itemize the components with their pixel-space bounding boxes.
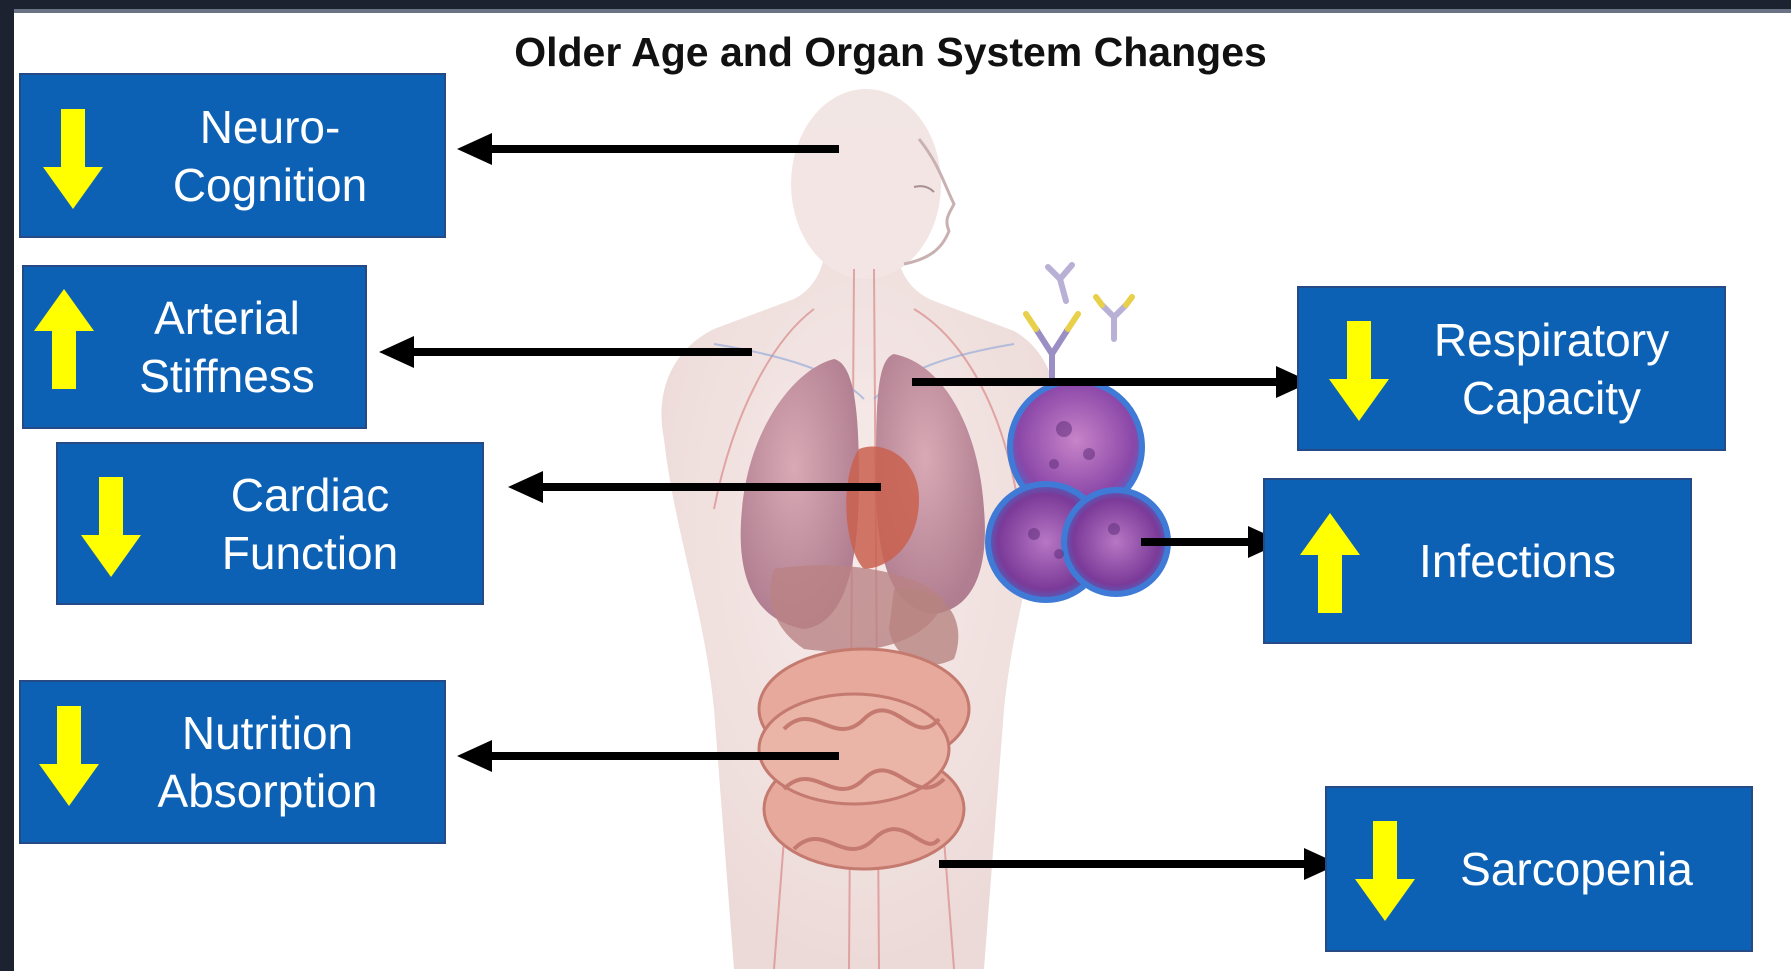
- up-arrow-icon: [34, 289, 94, 389]
- box-label: Neuro- Cognition: [116, 75, 424, 236]
- box-sarcopenia: Sarcopenia: [1325, 786, 1753, 952]
- box-cardiac-function: Cardiac Function: [56, 442, 484, 605]
- box-nutrition-absorption: Nutrition Absorption: [19, 680, 446, 844]
- down-arrow-icon: [1329, 321, 1389, 421]
- box-label: Sarcopenia: [1412, 788, 1741, 950]
- box-respiratory-capacity: Respiratory Capacity: [1297, 286, 1726, 451]
- down-arrow-icon: [1355, 821, 1415, 921]
- slide: Older Age and Organ System Changes Neuro…: [14, 9, 1791, 971]
- box-label: Cardiac Function: [158, 444, 462, 603]
- down-arrow-icon: [43, 109, 103, 209]
- box-label: Nutrition Absorption: [101, 682, 434, 842]
- box-label: Infections: [1365, 480, 1670, 642]
- page-title: Older Age and Organ System Changes: [14, 29, 1779, 76]
- box-label: Arterial Stiffness: [99, 267, 355, 427]
- box-label: Respiratory Capacity: [1389, 288, 1714, 449]
- pointer-arrow-sarcopenia: [939, 848, 1339, 880]
- up-arrow-icon: [1300, 513, 1360, 613]
- down-arrow-icon: [81, 477, 141, 577]
- pointer-arrow-neuro: [457, 133, 839, 165]
- box-neuro-cognition: Neuro- Cognition: [19, 73, 446, 238]
- box-arterial-stiffness: Arterial Stiffness: [22, 265, 367, 429]
- box-infections: Infections: [1263, 478, 1692, 644]
- down-arrow-icon: [39, 706, 99, 806]
